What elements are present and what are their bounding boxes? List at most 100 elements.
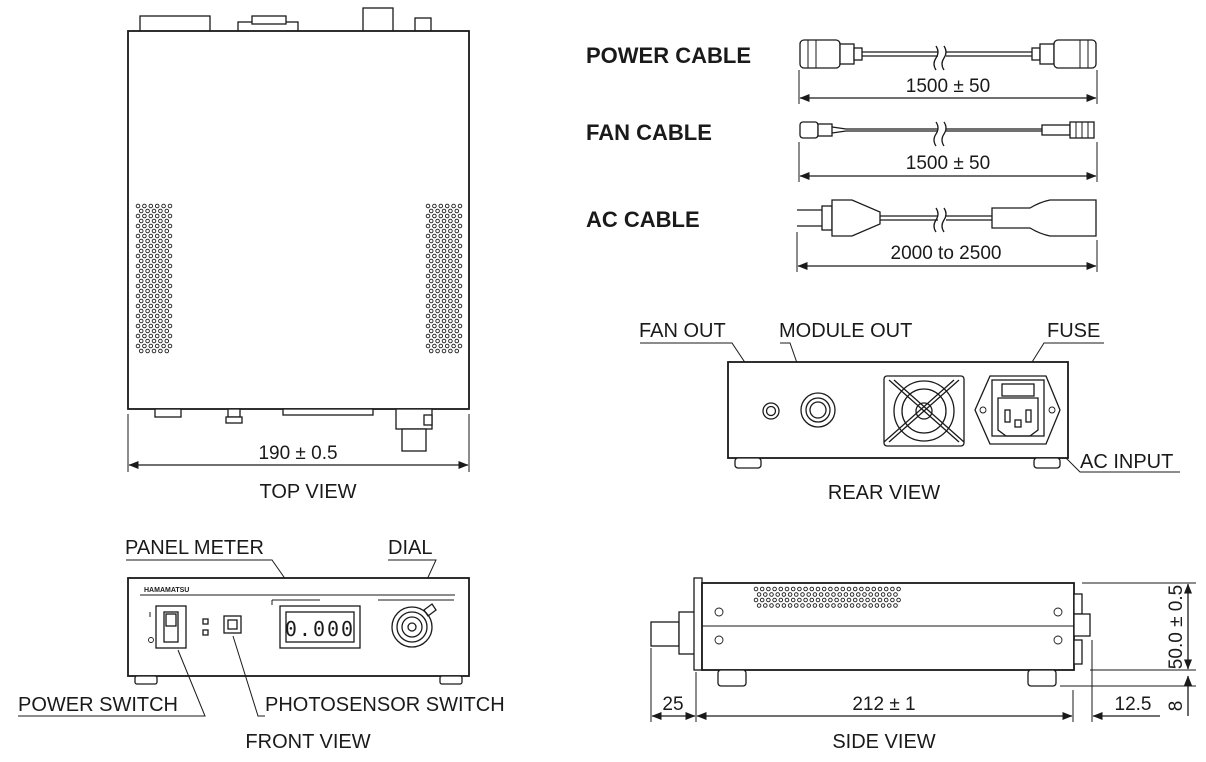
- vent-hole: [454, 268, 460, 274]
- rear-view: FAN OUT MODULE OUT FUSE AC INPUT: [639, 320, 1180, 504]
- vent-hole: [145, 218, 150, 224]
- vent-hole: [441, 348, 447, 354]
- vent-hole: [145, 288, 150, 294]
- vent-hole: [772, 586, 777, 592]
- vent-hole: [859, 597, 864, 603]
- vent-hole: [454, 218, 460, 224]
- vent-hole: [154, 263, 160, 269]
- vent-hole: [151, 308, 157, 314]
- vent-hole: [441, 248, 447, 254]
- vent-hole: [438, 253, 444, 259]
- vent-hole: [425, 253, 431, 259]
- vent-hole: [454, 248, 460, 254]
- vent-hole: [145, 258, 150, 264]
- vent-hole: [815, 586, 821, 592]
- vent-hole: [435, 308, 440, 314]
- vent-hole: [766, 597, 771, 603]
- vent-hole: [451, 293, 456, 299]
- vent-hole: [856, 603, 861, 608]
- vent-hole: [432, 323, 437, 329]
- vent-hole: [138, 308, 144, 314]
- vent-hole: [843, 603, 849, 608]
- vent-hole: [135, 213, 141, 219]
- vent-hole: [425, 283, 431, 289]
- vent-hole: [457, 293, 463, 299]
- vent-hole: [441, 218, 447, 224]
- ac-input-label: AC INPUT: [1080, 451, 1173, 473]
- vent-hole: [448, 288, 453, 294]
- vent-hole: [435, 258, 440, 264]
- vent-hole: [167, 243, 173, 249]
- vent-hole: [454, 288, 460, 294]
- vent-hole: [138, 318, 144, 324]
- vent-hole: [161, 233, 166, 239]
- power-cable-length: 1500 ± 50: [906, 76, 990, 97]
- vent-hole: [154, 303, 160, 309]
- vent-hole: [161, 273, 166, 279]
- vent-hole: [151, 258, 157, 264]
- vent-hole: [428, 258, 434, 264]
- vent-hole: [454, 348, 460, 354]
- vent-hole: [451, 323, 456, 329]
- vent-hole: [432, 273, 437, 279]
- vent-hole: [425, 273, 431, 279]
- vent-hole: [167, 283, 173, 289]
- vent-hole: [167, 343, 173, 349]
- vent-hole: [448, 238, 453, 244]
- vent-hole: [164, 228, 170, 234]
- vent-hole: [797, 597, 802, 603]
- dial-knob[interactable]: [378, 599, 454, 648]
- vent-hole: [865, 597, 870, 603]
- vent-hole: [438, 223, 444, 229]
- vent-hole: [435, 218, 440, 224]
- vent-hole: [158, 338, 163, 344]
- dial-label: DIAL: [388, 537, 432, 559]
- power-switch[interactable]: [155, 605, 187, 649]
- side-length-dimension: 212 ± 1: [852, 694, 915, 715]
- vent-hole: [438, 323, 444, 329]
- vent-hole: [457, 203, 463, 209]
- vent-hole: [759, 586, 765, 592]
- vent-hole: [135, 273, 141, 279]
- vent-hole: [887, 592, 892, 597]
- module-out-connector: [800, 392, 836, 428]
- vent-hole: [432, 283, 437, 289]
- vent-hole: [164, 348, 170, 354]
- vent-hole: [454, 308, 460, 314]
- vent-hole: [890, 586, 895, 592]
- vent-hole: [425, 203, 431, 209]
- vent-hole: [435, 298, 440, 304]
- photosensor-switch[interactable]: [223, 615, 242, 634]
- fan-out-jack: [762, 402, 780, 420]
- vent-hole: [448, 268, 453, 274]
- vent-hole: [812, 592, 818, 597]
- vent-hole: [441, 258, 447, 264]
- fan-cable-drawing: FAN CABLE 1500 ± 50: [586, 120, 1098, 182]
- vent-hole: [825, 592, 830, 597]
- vent-hole: [862, 592, 867, 597]
- vent-hole: [428, 248, 434, 254]
- vent-hole: [448, 228, 453, 234]
- vent-hole: [158, 348, 163, 354]
- vent-hole: [148, 283, 154, 289]
- vent-hole: [148, 203, 154, 209]
- vent-hole: [438, 233, 444, 239]
- vent-hole: [167, 213, 173, 219]
- vent-hole: [871, 586, 877, 592]
- vent-hole: [441, 338, 447, 344]
- vent-hole: [138, 218, 144, 224]
- vent-hole: [148, 323, 154, 329]
- vent-hole: [138, 328, 144, 334]
- vent-hole: [800, 603, 805, 608]
- vent-hole: [451, 253, 456, 259]
- vent-hole: [435, 278, 440, 284]
- top-view-body: [127, 30, 470, 410]
- vent-hole: [135, 333, 141, 339]
- vent-hole: [457, 213, 463, 219]
- vent-hole: [167, 293, 173, 299]
- vent-hole: [148, 333, 154, 339]
- vent-hole: [444, 263, 450, 269]
- vent-hole: [142, 333, 147, 339]
- vent-hole: [142, 203, 147, 209]
- vent-hole: [435, 248, 440, 254]
